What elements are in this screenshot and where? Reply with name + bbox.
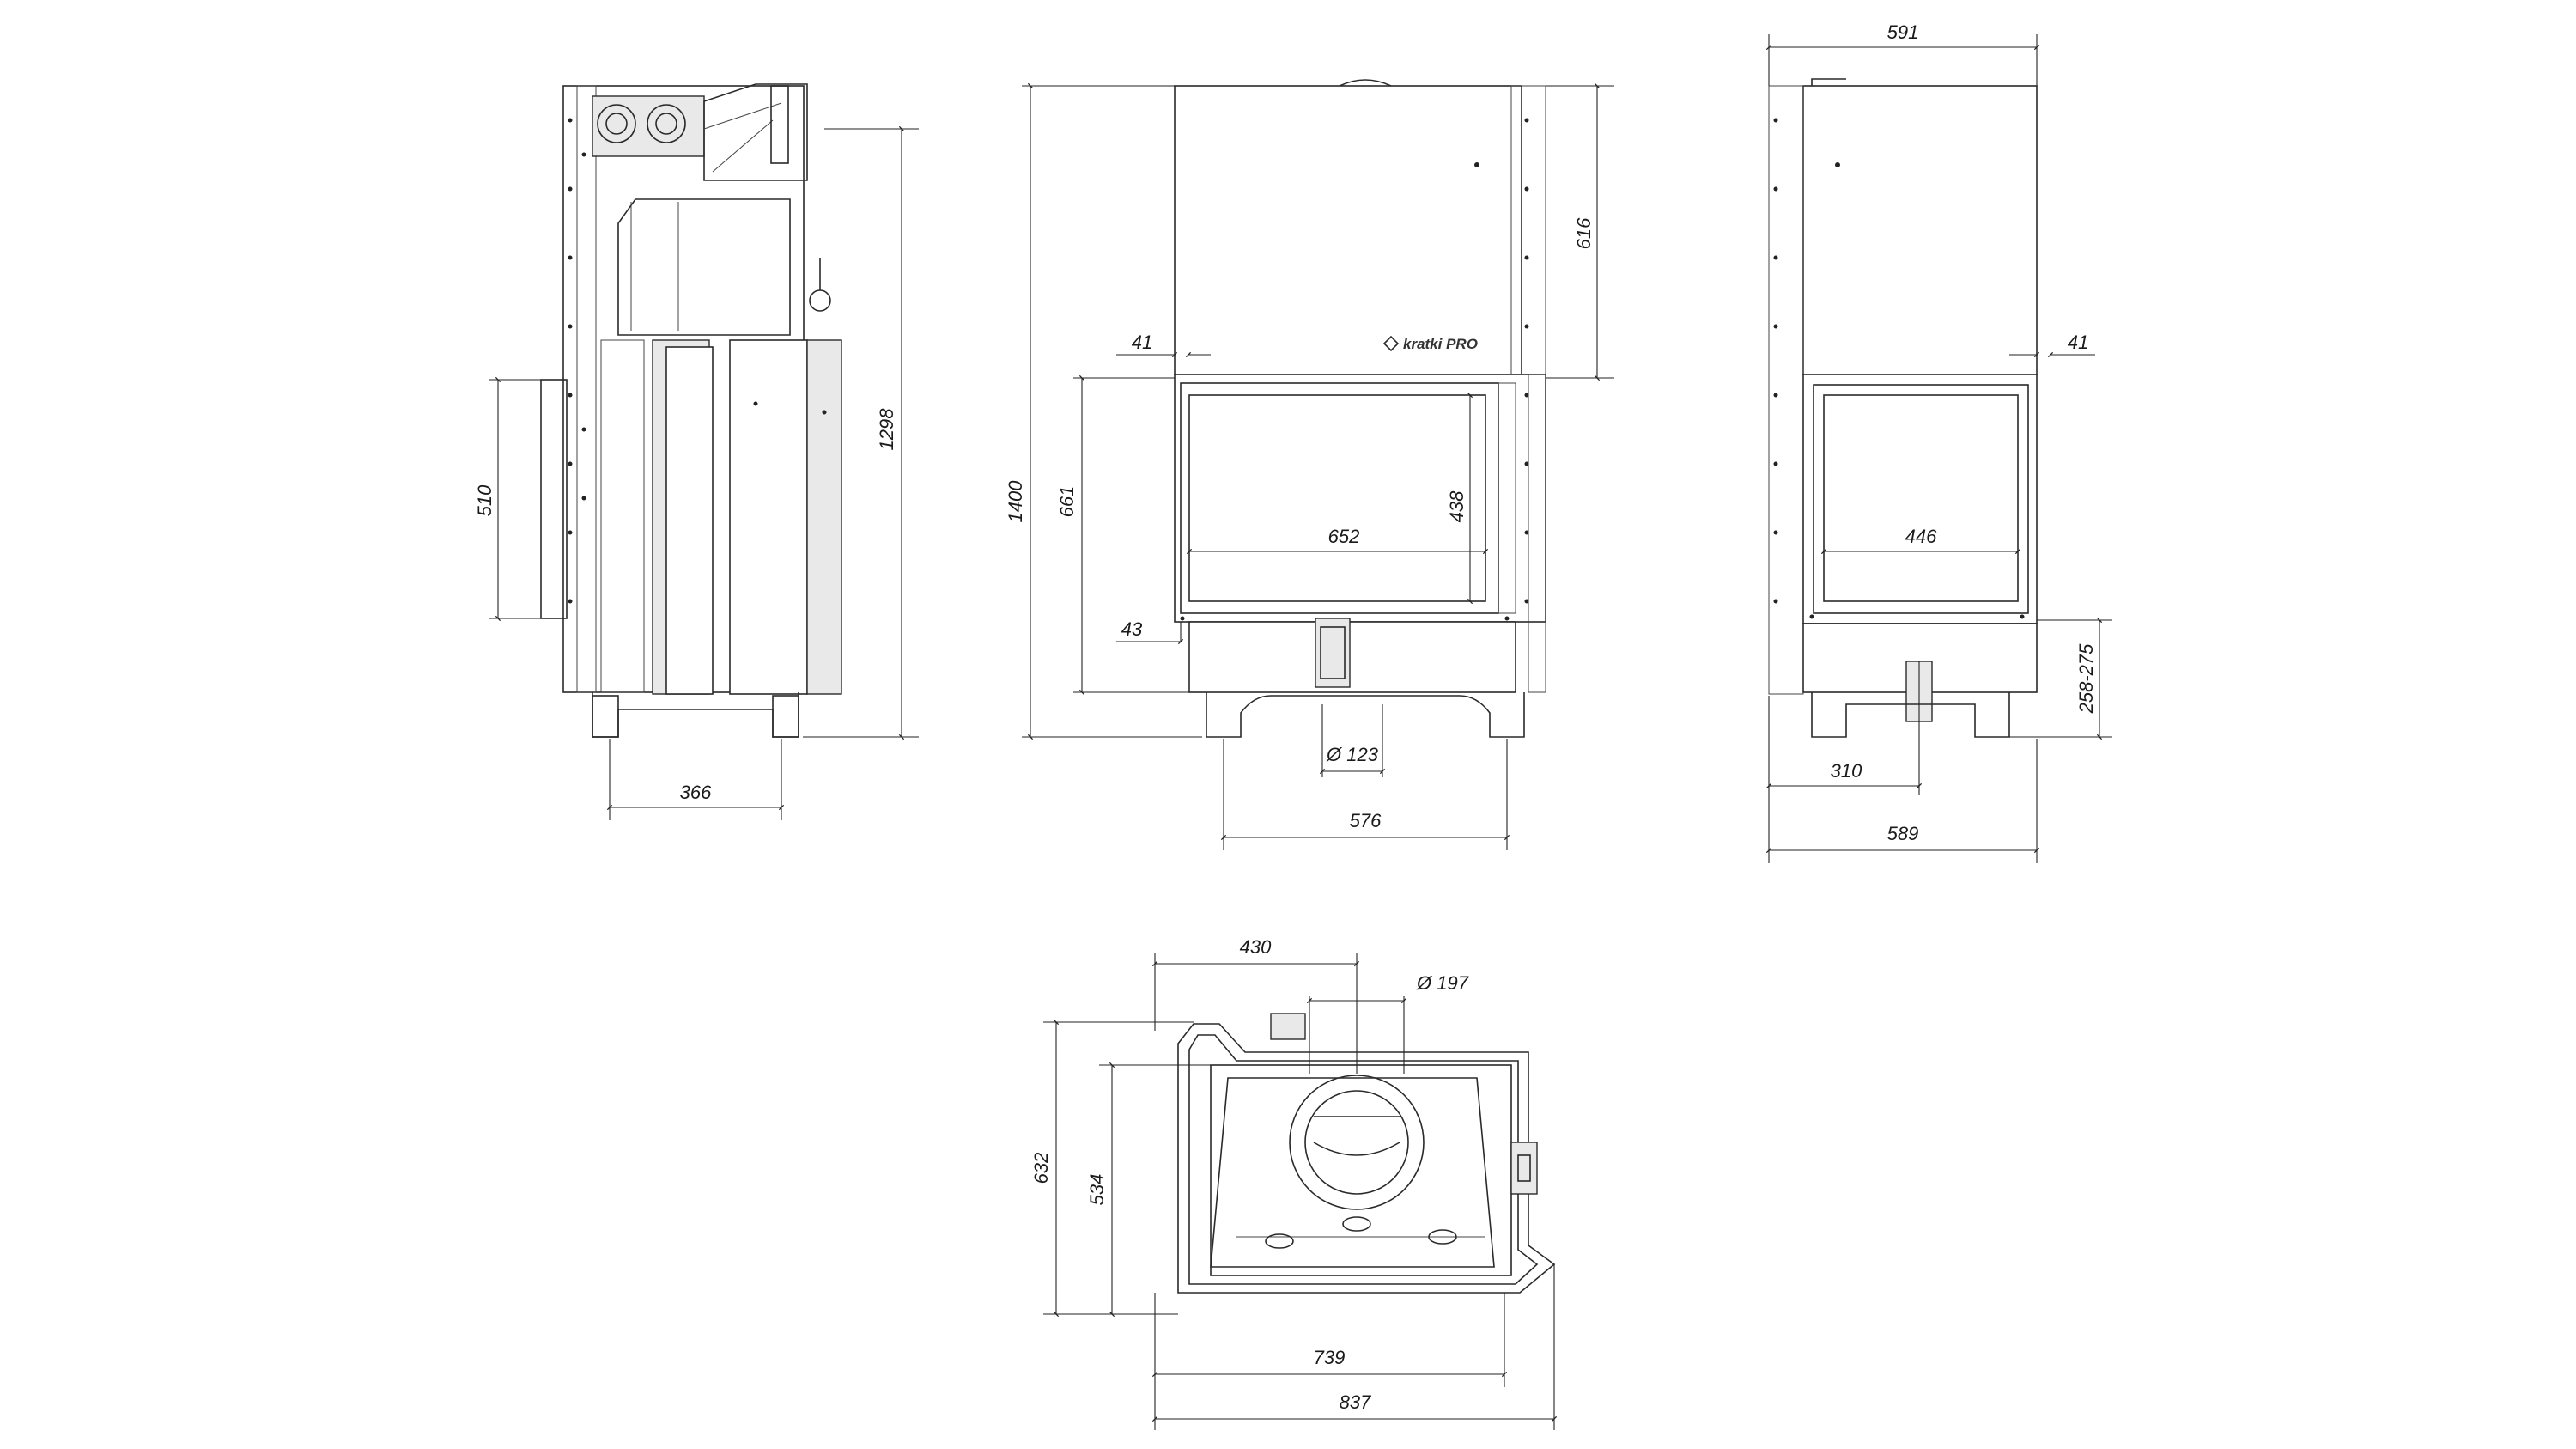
dim-height-front: 510: [474, 484, 495, 516]
dim-flue-diameter-plan: Ø 197: [1416, 972, 1469, 994]
rivets-right: [1773, 118, 2025, 619]
dim-offset-bottom: 43: [1121, 618, 1143, 640]
dim-height-top: 616: [1573, 217, 1595, 249]
dim-height-total-front: 1400: [1005, 480, 1026, 523]
dim-width-inner: 739: [1314, 1347, 1346, 1368]
dim-glass-width: 652: [1328, 526, 1360, 547]
plan-view: 430 Ø 197 632 534 739 837: [1030, 936, 1558, 1430]
rivets-front: [1180, 118, 1529, 621]
dim-height-door: 661: [1056, 486, 1078, 518]
dim-flue-diameter-front: Ø 123: [1326, 744, 1379, 765]
dim-height-total-left: 1298: [876, 408, 897, 451]
dim-depth-total: 632: [1030, 1153, 1052, 1184]
dim-offset-right: 41: [2068, 332, 2088, 353]
dim-glass-height: 438: [1446, 490, 1467, 522]
dim-flue-offset: 430: [1240, 936, 1272, 958]
brand-logo: kratki PRO: [1403, 336, 1478, 352]
dim-width-bottom-right: 589: [1887, 823, 1919, 844]
dim-width-top-right: 591: [1887, 21, 1919, 43]
dim-width-total: 837: [1340, 1391, 1371, 1413]
dim-air-offset: 310: [1831, 760, 1862, 782]
side-view-left: 510 1298 366: [474, 83, 919, 820]
dim-depth-inner: 534: [1086, 1174, 1108, 1206]
dim-base-width: 576: [1350, 810, 1382, 831]
dim-offset-left: 41: [1132, 332, 1152, 353]
logo-badge: kratki PRO: [1382, 335, 1478, 352]
dim-glass-width-right: 446: [1905, 526, 1937, 547]
side-view-right: 591 41 446 258-275 310 589: [1765, 21, 2112, 863]
dim-air-height: 258-275: [2075, 643, 2097, 715]
front-view: kratki PRO 1400 661: [1005, 79, 1614, 850]
rivets-left: [568, 118, 827, 604]
dim-depth-left: 366: [680, 782, 712, 803]
